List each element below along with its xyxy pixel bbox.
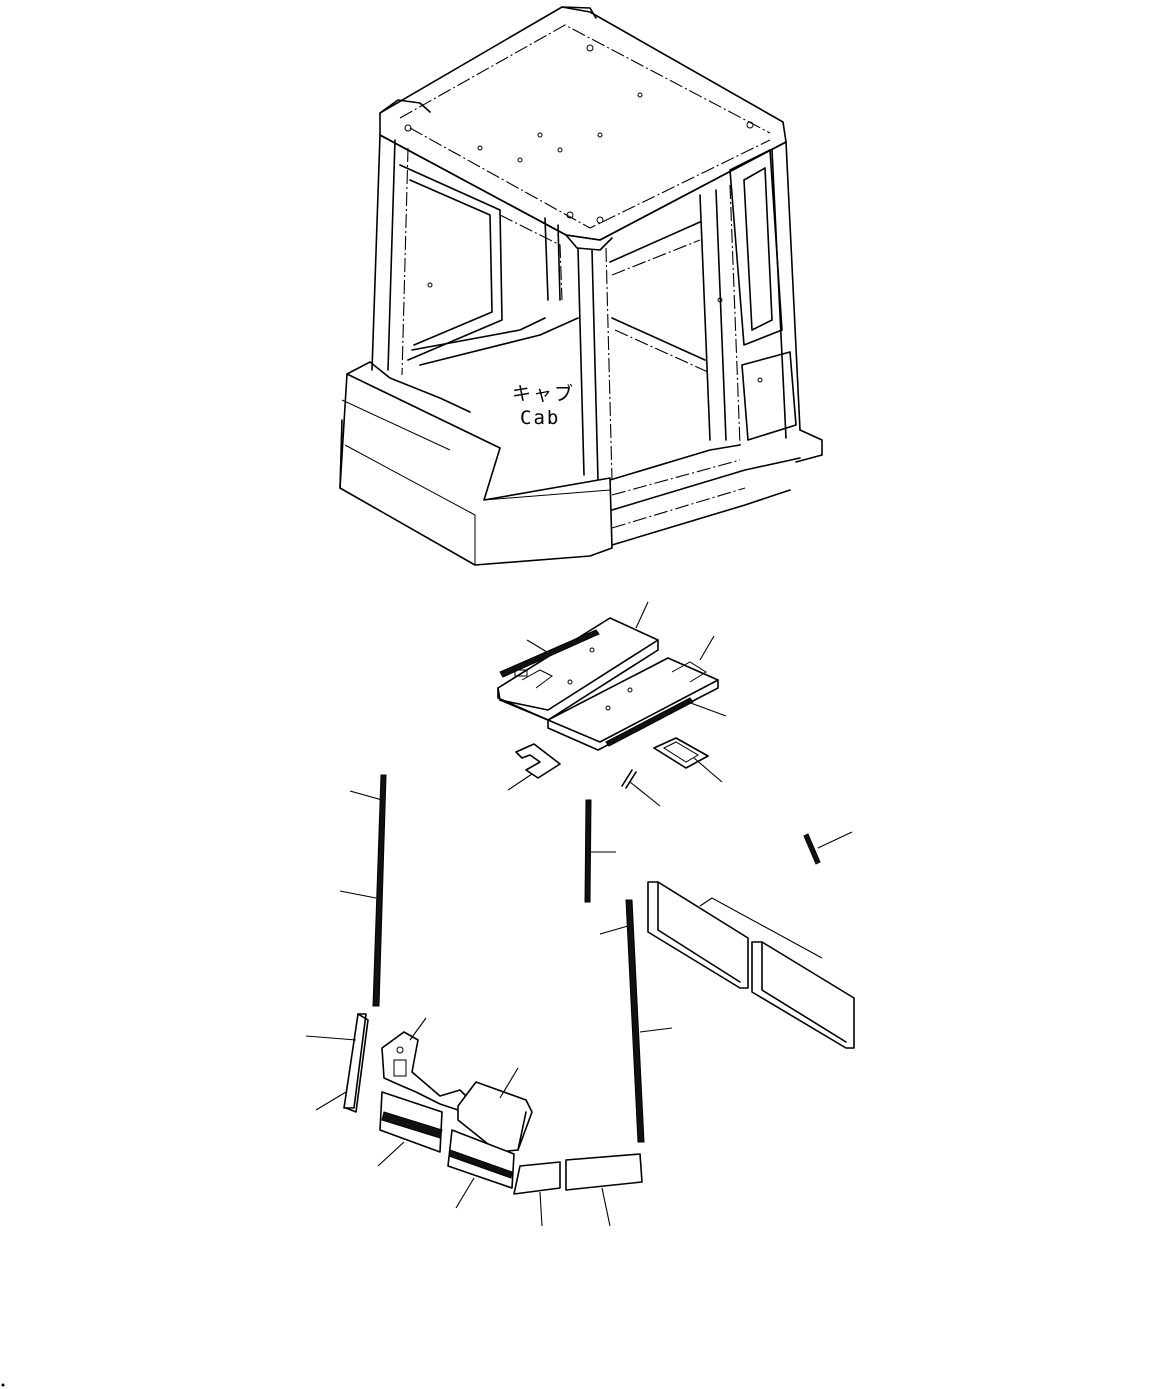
cab-label-jp: キャブ bbox=[512, 382, 575, 405]
strip-right bbox=[625, 899, 645, 1143]
leader-lines bbox=[305, 601, 853, 1227]
cab-label-en: Cab bbox=[520, 407, 560, 429]
floor-pad-mid bbox=[447, 1129, 515, 1189]
rectangular-ring-pad bbox=[653, 737, 709, 769]
strip-center bbox=[584, 799, 592, 903]
seal-strip-top-right bbox=[605, 697, 694, 747]
front-mid-panel bbox=[457, 1081, 533, 1153]
small-strip-far-right bbox=[803, 833, 821, 865]
cab-frame-drawing bbox=[339, 6, 823, 566]
seal-strip-top-left bbox=[499, 629, 600, 678]
floor-pad-left bbox=[379, 1091, 443, 1153]
left-small-plate bbox=[343, 1013, 369, 1113]
front-plate-small bbox=[513, 1161, 561, 1195]
rear-panel-lower bbox=[751, 941, 855, 1049]
u-shaped-pad bbox=[515, 743, 561, 779]
small-pin bbox=[621, 769, 637, 789]
rear-panel-upper bbox=[647, 881, 749, 989]
roof-pad-right bbox=[547, 657, 719, 751]
corner-mark bbox=[1, 1383, 5, 1387]
strip-long-left bbox=[372, 774, 387, 1007]
front-plate-large bbox=[565, 1153, 643, 1191]
roof-pad-left bbox=[497, 617, 659, 721]
